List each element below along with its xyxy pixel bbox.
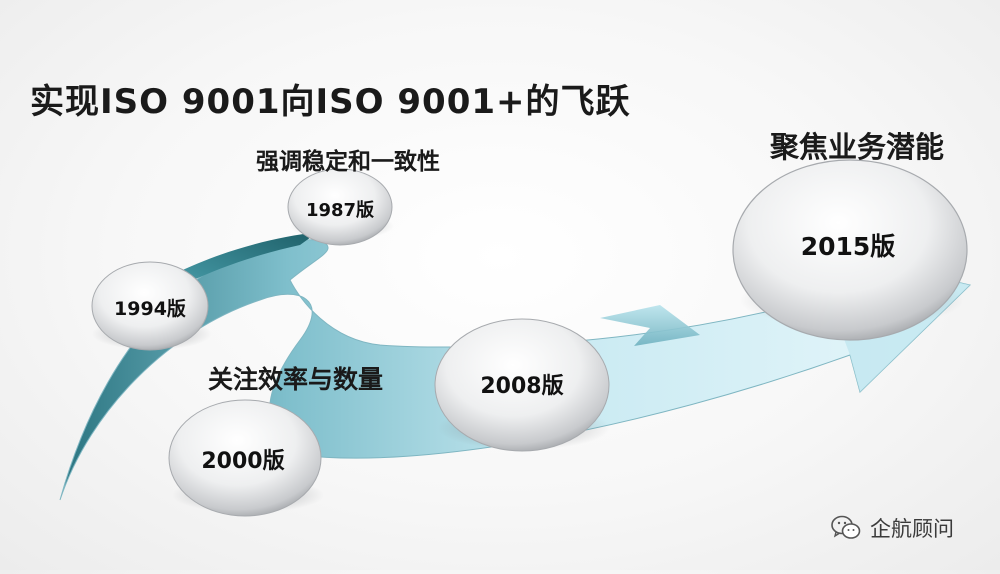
label-efficiency: 关注效率与数量: [208, 365, 384, 394]
page-title: 实现ISO 9001向ISO 9001+的飞跃: [30, 82, 631, 122]
label-business-potential: 聚焦业务潜能: [770, 130, 945, 164]
version-bubble-2015: 2015版: [732, 159, 968, 341]
version-bubble-2008: 2008版: [434, 318, 610, 452]
flow-arrow-fold: [600, 305, 700, 346]
version-label-1994: 1994版: [114, 297, 186, 320]
version-bubble-1994: 1994版: [91, 261, 212, 351]
version-label-2008: 2008版: [480, 374, 563, 399]
version-bubble-2000: 2000版: [168, 399, 324, 517]
watermark-text: 企航顾问: [870, 517, 954, 541]
version-label-1987: 1987版: [306, 199, 374, 221]
version-label-2015: 2015版: [801, 232, 896, 261]
version-label-2000: 2000版: [201, 449, 284, 474]
label-stability: 强调稳定和一致性: [256, 149, 440, 175]
watermark: 企航顾问: [830, 513, 954, 543]
flow-arrow-stem: [110, 232, 318, 330]
version-bubble-1987: 1987版: [287, 168, 394, 246]
wechat-icon: [831, 515, 861, 539]
